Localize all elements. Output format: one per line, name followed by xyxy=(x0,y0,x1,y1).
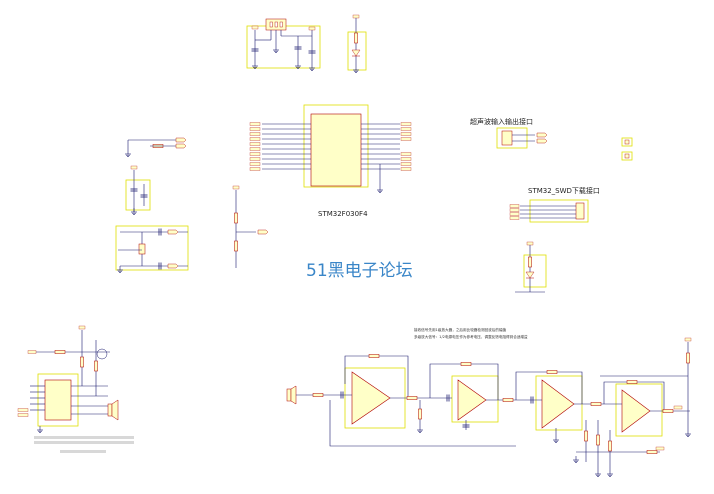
swd-title: STM32_SWD下载接口 xyxy=(528,186,600,195)
mcu-stm32f030f4: STM32F030F4 xyxy=(249,104,412,218)
status-led-block xyxy=(515,241,547,293)
reset-circuit xyxy=(124,137,187,157)
power-input-block xyxy=(246,18,321,71)
ultrasonic-io-title: 超声波输入输出接口 xyxy=(470,117,533,126)
crystal-circuit xyxy=(115,165,189,273)
amp-note-line2: 多级放大信号：1/2电源电压作为参考电压，调整反馈电阻得到合适增益 xyxy=(414,334,528,339)
boot-divider xyxy=(232,185,269,268)
ultrasonic-io-connector: 超声波输入输出接口 xyxy=(470,117,633,161)
transmit-notes xyxy=(34,436,134,453)
power-led-block xyxy=(347,14,367,73)
mcu-part-label: STM32F030F4 xyxy=(318,210,368,218)
receive-amplifier-chain xyxy=(286,337,692,477)
forum-watermark: 51黑电子论坛 xyxy=(306,261,413,281)
amplifier-notes: 接收信号先用1级放大器，之后用比较器检测回波后的幅值 多级放大信号：1/2电源电… xyxy=(414,327,528,339)
transmit-driver xyxy=(17,325,119,433)
swd-connector: STM32_SWD下载接口 xyxy=(509,186,600,223)
amp-note-line1: 接收信号先用1级放大器，之后用比较器检测回波后的幅值 xyxy=(414,327,507,332)
